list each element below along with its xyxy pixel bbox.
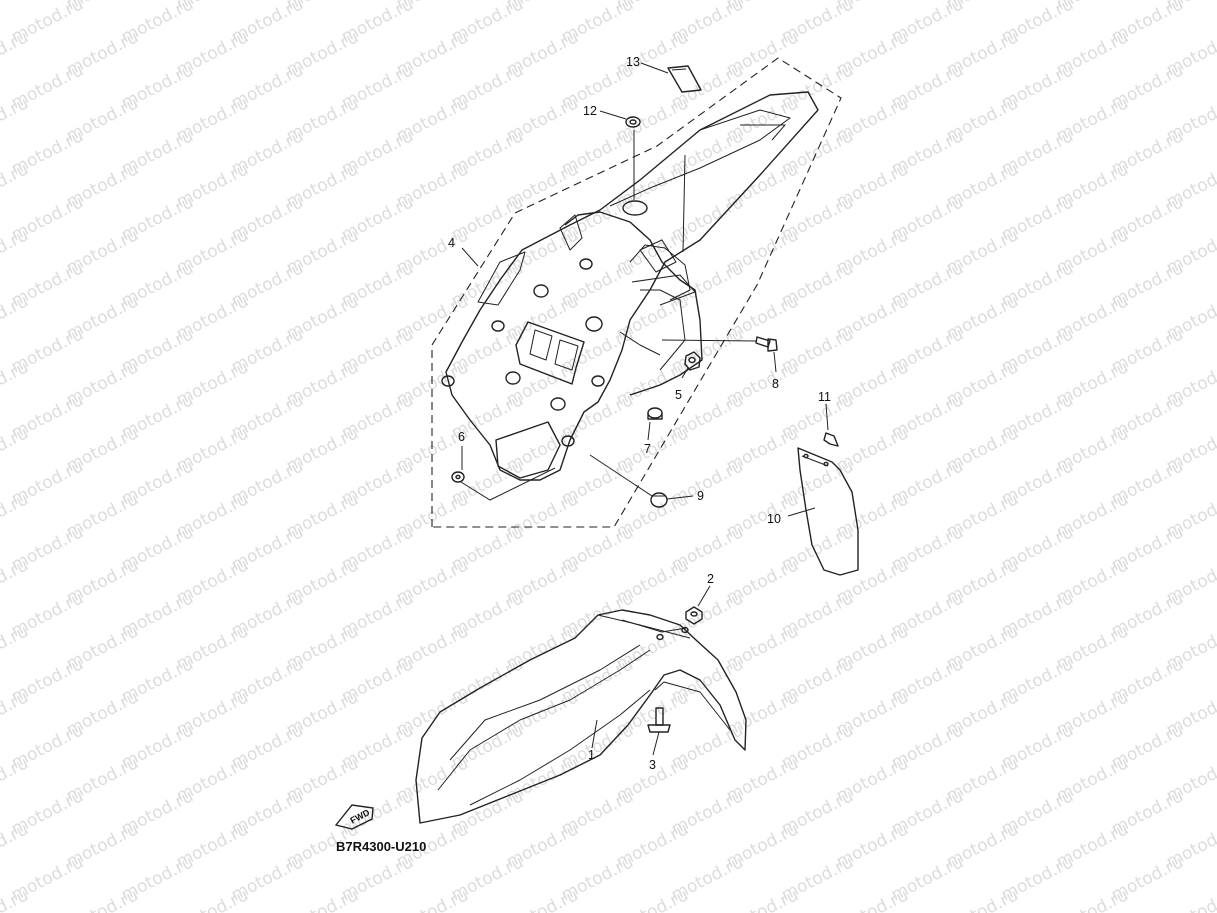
part-3-bolt[interactable] xyxy=(647,707,671,733)
leader-lines xyxy=(460,62,829,756)
part-9-bolt[interactable] xyxy=(650,492,668,508)
callout-4: 4 xyxy=(448,236,455,250)
callout-11: 11 xyxy=(818,390,831,404)
callout-13: 13 xyxy=(626,55,640,69)
part-7-collar[interactable] xyxy=(647,407,663,420)
callouts: 13 12 4 5 8 7 6 9 11 10 2 1 3 xyxy=(448,55,831,772)
callout-9: 9 xyxy=(697,489,704,503)
watermark-text: motod.ru xyxy=(723,885,802,913)
watermark-text: motod.ru xyxy=(63,885,142,913)
diagram-code: B7R4300-U210 xyxy=(336,839,426,854)
watermark-text: motod.ru xyxy=(0,0,32,14)
callout-1: 1 xyxy=(588,748,595,762)
callout-10: 10 xyxy=(767,512,781,526)
watermark-text: motod.ru xyxy=(943,885,1022,913)
part-12-grommet[interactable] xyxy=(625,116,641,128)
callout-12: 12 xyxy=(583,104,597,118)
watermark-text: motod.ru xyxy=(833,885,912,913)
part-10-mud-flap[interactable] xyxy=(797,447,859,576)
part-5-nut[interactable] xyxy=(684,351,701,371)
callout-2: 2 xyxy=(707,572,714,586)
callout-3: 3 xyxy=(649,758,656,772)
part-4-rear-fender[interactable] xyxy=(441,91,819,481)
watermark-text: motod.ru xyxy=(1163,885,1217,913)
watermark-text: motod.ru xyxy=(1053,885,1132,913)
callout-5: 5 xyxy=(675,388,682,402)
part-11-screw[interactable] xyxy=(823,432,839,447)
callout-8: 8 xyxy=(772,377,779,391)
watermark-text: motod.ru xyxy=(393,885,472,913)
part-13-decal[interactable] xyxy=(667,65,702,93)
watermark-text: motod.ru xyxy=(283,885,362,913)
watermark-text: motod.ru xyxy=(503,885,582,913)
callout-6: 6 xyxy=(458,430,465,444)
callout-7: 7 xyxy=(644,442,651,456)
part-8-bolt[interactable] xyxy=(755,336,778,352)
part-6-washer[interactable] xyxy=(451,471,465,483)
watermark-text: motod.ru xyxy=(613,885,692,913)
part-1-front-fender[interactable] xyxy=(415,609,747,824)
rear-fender-assembly-boundary xyxy=(431,57,842,528)
watermark-text: motod.ru xyxy=(173,885,252,913)
part-2-nut[interactable] xyxy=(685,606,703,625)
